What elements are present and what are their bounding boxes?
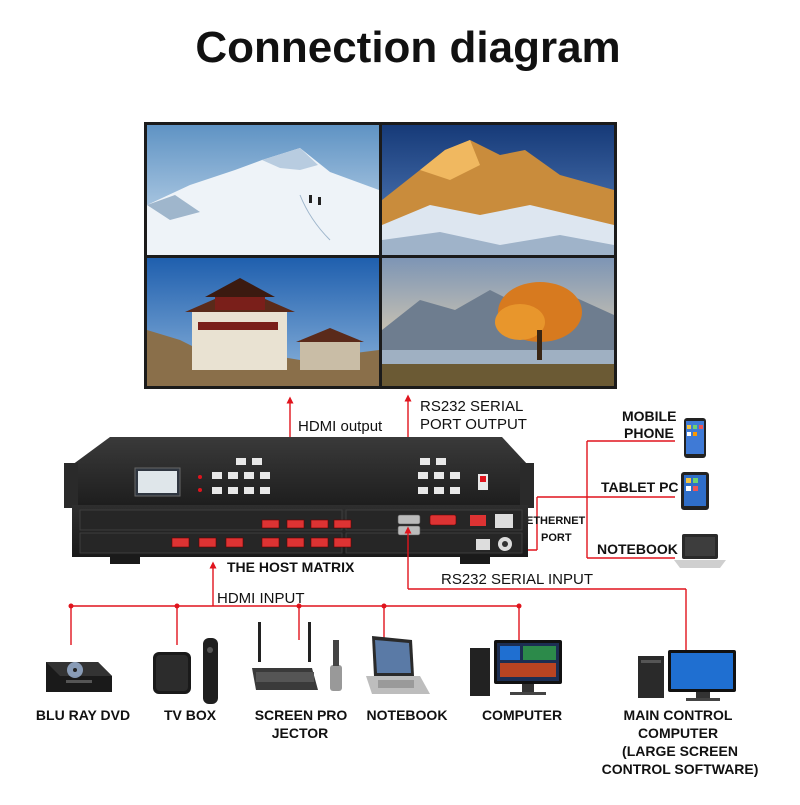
computer-icon: [470, 640, 562, 696]
ethernet-port: [476, 539, 490, 550]
hdmi-output-ports: [261, 519, 352, 529]
host-matrix-label: THE HOST MATRIX: [227, 559, 355, 575]
wall-screen-autumn-lake: [382, 258, 614, 386]
mobile-phone-label-line1: MOBILE: [622, 408, 676, 424]
screen-projector-icon: [252, 622, 342, 691]
tablet-pc-label: TABLET PC: [601, 479, 679, 495]
hdmi-input-ports: [171, 537, 352, 548]
laptop-icon: [674, 534, 726, 568]
rs232-input-label: RS232 SERIAL INPUT: [441, 571, 593, 588]
rs232-output-label-line1: RS232 SERIAL: [420, 398, 523, 415]
source-label-notebook: NOTEBOOK: [367, 707, 448, 723]
main-control-label-line2: COMPUTER: [638, 725, 718, 741]
source-label-projector-line1: SCREEN PRO: [255, 707, 348, 723]
host-matrix-device: [64, 437, 534, 564]
mobile-phone-label-line2: PHONE: [624, 425, 674, 441]
rs232-port-input: [397, 525, 421, 536]
source-label-tvbox: TV BOX: [164, 707, 217, 723]
rs232-output-label-line2: PORT OUTPUT: [420, 416, 527, 433]
hdmi-input-label: HDMI INPUT: [217, 590, 305, 607]
ethernet-label-line2: PORT: [541, 532, 572, 544]
tv-box-icon: [153, 638, 218, 704]
source-label-bluray: BLU RAY DVD: [36, 707, 130, 723]
wall-screen-temple: [147, 258, 379, 386]
main-control-label-line3: (LARGE SCREEN: [622, 743, 738, 759]
page-title: Connection diagram: [195, 23, 620, 72]
tablet-icon: [681, 472, 709, 510]
wall-screen-snow-mountain: [147, 125, 379, 255]
notebook-right-label: NOTEBOOK: [597, 541, 678, 557]
wall-screen-golden-peaks: [382, 125, 614, 255]
source-label-projector-line2: JECTOR: [272, 725, 329, 741]
input-buttons: [212, 458, 270, 494]
video-wall: [144, 122, 617, 389]
output-buttons: [418, 458, 460, 494]
ethernet-label-line1: ETHERNET: [526, 515, 586, 527]
mobile-phone-icon: [684, 418, 706, 458]
rs232-port-output: [397, 514, 421, 525]
hdmi-output-label: HDMI output: [298, 418, 383, 435]
main-control-label-line1: MAIN CONTROL: [624, 707, 733, 723]
notebook-source-icon: [366, 636, 430, 694]
main-control-computer-icon: [638, 650, 736, 701]
main-control-label-line4: CONTROL SOFTWARE): [602, 761, 759, 777]
source-label-computer: COMPUTER: [482, 707, 562, 723]
bluray-player-icon: [46, 662, 112, 692]
